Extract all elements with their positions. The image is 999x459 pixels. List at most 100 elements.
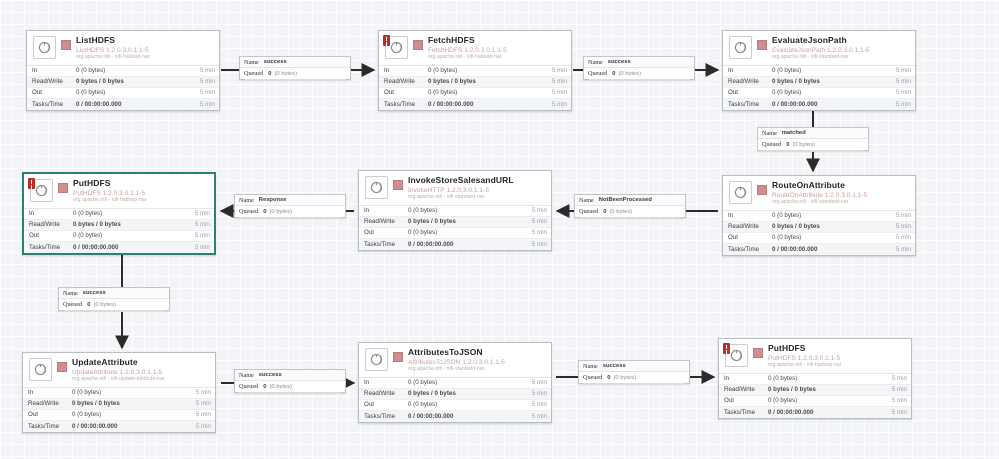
stat-value: 0 (0 bytes) [772, 234, 802, 242]
connection-queue-bar [63, 310, 165, 312]
stat-label: In [32, 67, 38, 75]
processor-icon[interactable] [365, 176, 388, 199]
processor-icon[interactable] [29, 358, 52, 381]
stopped-status-icon [413, 40, 423, 50]
connection-queued-size: (0 bytes) [609, 208, 633, 215]
stat-time-window: 5 min [195, 400, 211, 408]
stat-label: In [384, 67, 390, 75]
connection-relationship: success [607, 59, 631, 65]
stat-time-window: 5 min [891, 408, 907, 416]
stat-value: 0 (0 bytes) [768, 375, 798, 383]
processor-icon[interactable] [723, 343, 748, 367]
processor-icon[interactable] [729, 181, 752, 204]
bulletin-indicator-icon[interactable] [28, 178, 35, 189]
connection-relationship: success [258, 372, 282, 378]
stat-value: 0 / 00:00:00.000 [772, 100, 818, 108]
connection-name-row: Name Response [235, 195, 345, 206]
stat-time-window: 5 min [895, 78, 911, 86]
stat-label: Out [728, 89, 738, 97]
connection-queued-count: 0 [87, 301, 91, 308]
stat-time-window: 5 min [531, 240, 547, 248]
stat-value: 0 (0 bytes) [772, 67, 802, 75]
processor-icon[interactable] [365, 348, 388, 371]
connection-name-label: Name [239, 196, 254, 204]
stat-value: 0 (0 bytes) [428, 67, 458, 75]
stat-time-window: 5 min [531, 412, 547, 420]
stat-value: 0 bytes / 0 bytes [408, 218, 456, 226]
bulletin-indicator-icon[interactable] [383, 35, 390, 46]
stat-time-window: 5 min [891, 397, 907, 405]
connection-queued-count: 0 [612, 70, 616, 77]
connection-queue-bar [583, 383, 685, 385]
processor-icon[interactable] [729, 36, 752, 59]
processor-bundle: org.apache.nifi - nifi-hadoop-nar [768, 361, 842, 368]
stat-label: In [28, 389, 34, 397]
connection-name-label: Name [588, 58, 603, 66]
stopped-status-icon [757, 185, 767, 195]
connection-queued-label: Queued [239, 208, 259, 215]
processor-icon[interactable] [28, 178, 53, 202]
connection-queued-count: 0 [263, 208, 267, 215]
connection-relationship: Response [258, 197, 287, 203]
processor-icon[interactable] [33, 36, 56, 59]
stat-label: Read/Write [32, 78, 63, 86]
processor-name: EvaluateJsonPath [772, 35, 847, 45]
connection-queued-count: 0 [607, 374, 611, 381]
processor-type: PutHDFS 1.2.0.3.0.1.1-5 [73, 189, 146, 197]
stat-label: In [364, 379, 370, 387]
connection-queued-label: Queued [239, 383, 259, 390]
stat-time-window: 5 min [194, 221, 210, 229]
stat-value: 0 bytes / 0 bytes [72, 400, 120, 408]
processor-icon[interactable] [383, 35, 408, 59]
connection-name-row: Name success [584, 57, 694, 68]
bulletin-indicator-icon[interactable] [723, 343, 730, 354]
stat-label: Read/Write [28, 400, 59, 408]
connection-queued-label: Queued [583, 374, 603, 381]
connection-queued-size: (0 bytes) [269, 208, 293, 215]
stat-label: In [724, 375, 730, 383]
connection-name-label: Name [239, 371, 254, 379]
stat-time-window: 5 min [895, 212, 911, 220]
stat-value: 0 / 00:00:00.000 [72, 422, 118, 430]
connection-name-label: Name [244, 58, 259, 66]
stat-time-window: 5 min [531, 229, 547, 237]
stat-label: Tasks/Time [28, 422, 60, 430]
